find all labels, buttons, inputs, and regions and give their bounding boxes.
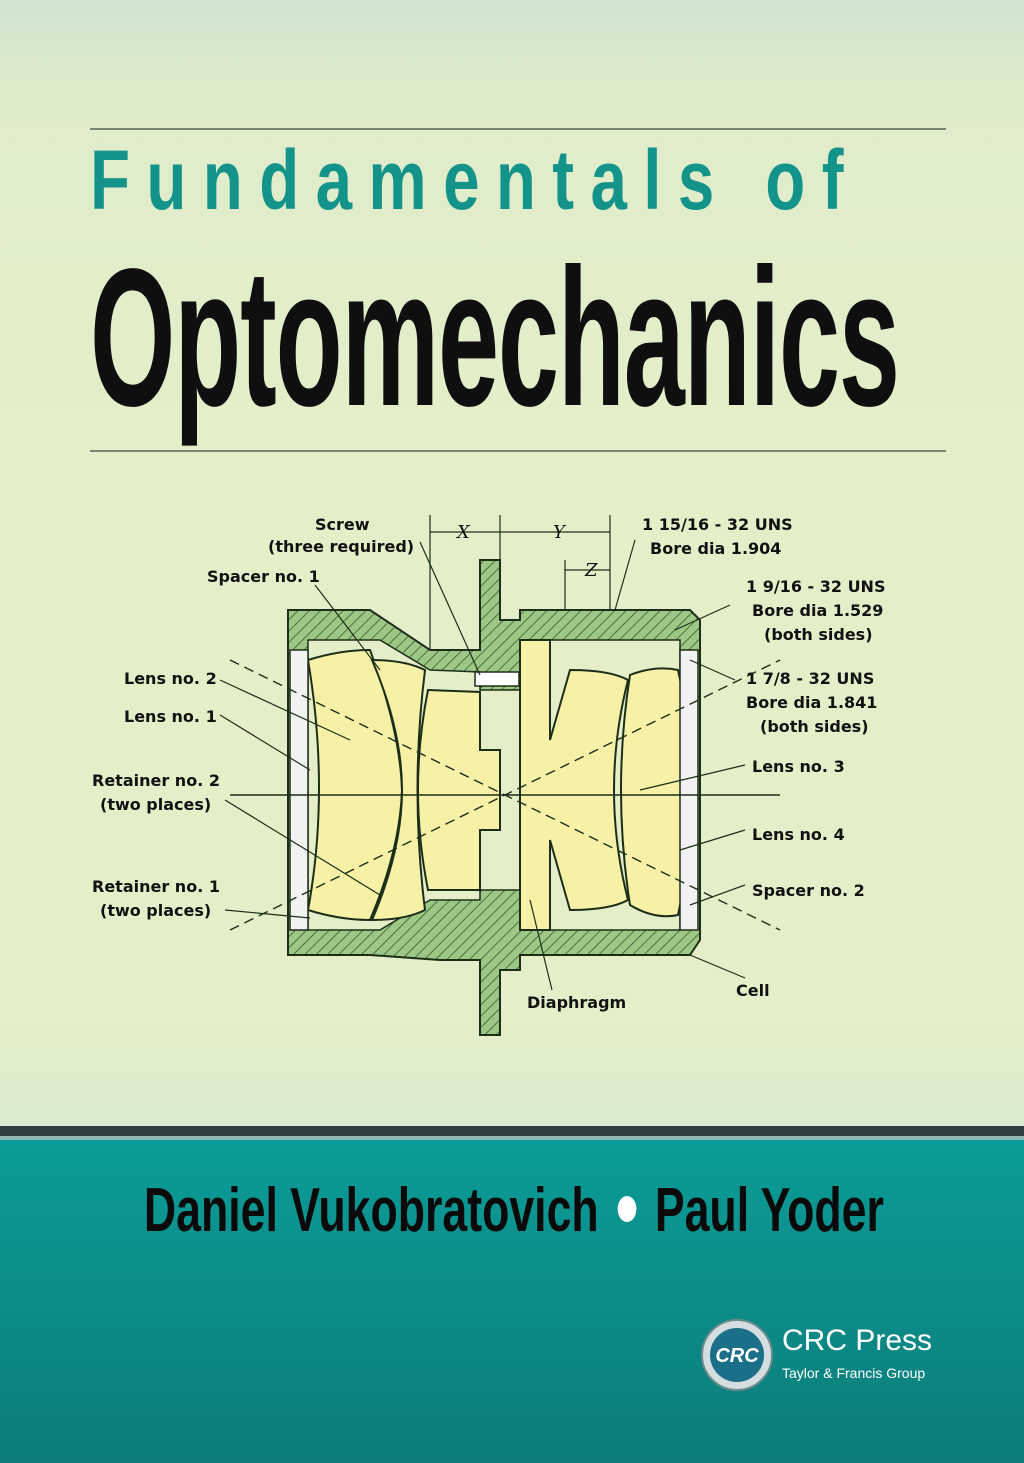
label-lens-4: Lens no. 4	[752, 825, 845, 844]
label-cell: Cell	[736, 981, 770, 1000]
label-lens-2: Lens no. 2	[124, 669, 217, 688]
publisher-logo: CRC CRC Press Taylor & Francis Group	[700, 1318, 980, 1398]
label-diaphragm: Diaphragm	[527, 993, 626, 1012]
lens-group-right	[519, 639, 693, 931]
label-lens-1: Lens no. 1	[124, 707, 217, 726]
title-rule	[90, 450, 946, 452]
author-2: Paul Yoder	[654, 1176, 884, 1245]
dim-x: X	[455, 522, 471, 543]
label-screw: Screw	[315, 515, 370, 534]
crc-logo-text: CRC	[715, 1345, 759, 1367]
author-panel	[0, 1140, 1024, 1463]
label-lens-3: Lens no. 3	[752, 757, 845, 776]
label-thread-3: 1 7/8 - 32 UNS	[746, 669, 874, 688]
publisher-name: CRC Press	[782, 1324, 933, 1357]
divider-highlight	[0, 1136, 1024, 1140]
leader-lines	[219, 539, 746, 991]
top-rule	[90, 128, 946, 130]
author-1: Daniel Vukobratovich	[143, 1176, 599, 1245]
title-line-1: Fundamentals of	[90, 133, 860, 227]
label-thread-1-bore: Bore dia 1.904	[650, 539, 781, 558]
label-thread-2: 1 9/16 - 32 UNS	[746, 577, 885, 596]
bullet-icon	[617, 1195, 637, 1222]
label-spacer-1: Spacer no. 1	[207, 567, 320, 586]
label-retainer-2: Retainer no. 2	[92, 771, 220, 790]
label-thread-2-note: (both sides)	[764, 625, 873, 644]
lens-assembly-diagram: X Y Z Screw (three required) Spacer no. …	[92, 515, 885, 1036]
lens-group-left	[306, 648, 501, 922]
label-retainer-1: Retainer no. 1	[92, 877, 220, 896]
label-thread-3-note: (both sides)	[760, 717, 869, 736]
dim-y: Y	[553, 522, 567, 543]
label-thread-2-bore: Bore dia 1.529	[752, 601, 883, 620]
publisher-subtitle: Taylor & Francis Group	[782, 1365, 926, 1381]
label-thread-1: 1 15/16 - 32 UNS	[642, 515, 793, 534]
divider-band	[0, 1126, 1024, 1136]
label-screw-note: (three required)	[268, 537, 414, 556]
screw-shape	[474, 671, 520, 687]
crc-press-logo-icon: CRC	[701, 1319, 773, 1391]
label-spacer-2: Spacer no. 2	[752, 881, 865, 900]
dimension-lines	[429, 515, 611, 650]
label-retainer-2-note: (two places)	[100, 795, 211, 814]
label-retainer-1-note: (two places)	[100, 901, 211, 920]
dim-z: Z	[584, 560, 598, 581]
title-line-2: Optomechanics	[90, 228, 900, 447]
label-thread-3-bore: Bore dia 1.841	[746, 693, 877, 712]
